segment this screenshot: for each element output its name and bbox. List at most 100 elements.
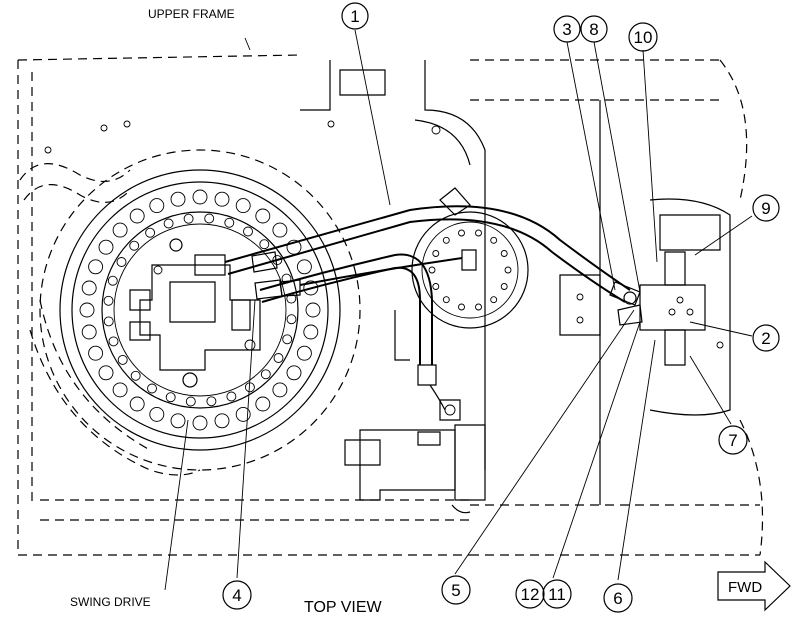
callout-5: 5 bbox=[441, 575, 471, 605]
bolt-hole bbox=[458, 303, 465, 311]
callout-6-label: 6 bbox=[613, 589, 622, 608]
callout-3-label: 3 bbox=[562, 20, 571, 39]
bolt-hole bbox=[108, 336, 119, 347]
bolt-hole bbox=[428, 266, 436, 274]
bolt-hole bbox=[204, 213, 215, 224]
bolt-hole bbox=[107, 275, 118, 286]
bolt-hole bbox=[273, 353, 284, 363]
bolt-hole bbox=[103, 295, 114, 306]
bolt-hole bbox=[303, 280, 319, 296]
callout-10: 10 bbox=[628, 22, 658, 52]
bolt-hole bbox=[117, 354, 128, 365]
bolt-hole bbox=[286, 314, 297, 325]
hydraulic-hoses bbox=[224, 205, 631, 411]
bolt-hole bbox=[272, 382, 288, 398]
bolt-hole bbox=[500, 283, 508, 290]
bolt-hole bbox=[296, 259, 312, 275]
bolt-hole bbox=[442, 236, 450, 244]
top-view-label: TOP VIEW bbox=[304, 599, 383, 616]
callout-8: 8 bbox=[580, 15, 608, 43]
bolt-hole bbox=[79, 302, 95, 318]
bolt-hole bbox=[185, 396, 196, 407]
bolt-hole bbox=[88, 259, 104, 275]
bolt-hole bbox=[214, 413, 230, 429]
bolt-hole bbox=[112, 222, 128, 238]
bolt-hole bbox=[458, 229, 465, 237]
bolt-hole bbox=[305, 302, 321, 318]
callout-4-label: 4 bbox=[232, 586, 241, 605]
bolt-hole bbox=[259, 239, 270, 250]
ring-bolts-inner bbox=[103, 213, 297, 407]
bolt-hole bbox=[149, 198, 165, 214]
swivel-manifold bbox=[609, 198, 731, 416]
bolt-hole bbox=[112, 382, 128, 398]
bolt-hole bbox=[500, 250, 508, 257]
pinion-gear bbox=[411, 187, 529, 329]
bolt-hole bbox=[214, 191, 230, 207]
bolt-hole bbox=[282, 334, 293, 345]
swing-motor-valve bbox=[129, 238, 261, 388]
bolt-hole bbox=[81, 280, 97, 296]
callout-9: 9 bbox=[752, 194, 780, 222]
bolt-hole bbox=[98, 365, 114, 381]
bolt-hole bbox=[296, 345, 312, 361]
bolt-hole bbox=[116, 257, 127, 267]
bolt-hole bbox=[103, 316, 114, 327]
bolt-hole bbox=[183, 213, 194, 224]
bolt-hole bbox=[442, 296, 450, 304]
bolt-hole bbox=[303, 324, 319, 340]
bolt-hole bbox=[235, 198, 251, 214]
bolt-hole bbox=[272, 222, 288, 238]
callout-5-label: 5 bbox=[451, 581, 460, 600]
bolt-hole bbox=[475, 229, 482, 237]
callout-7-label: 7 bbox=[728, 431, 737, 450]
bolt-hole bbox=[243, 226, 253, 237]
callout-8-label: 8 bbox=[589, 20, 598, 39]
callout-1-label: 1 bbox=[350, 7, 359, 26]
control-valve bbox=[344, 399, 486, 514]
callout-7: 7 bbox=[718, 425, 748, 455]
bolt-hole bbox=[145, 227, 156, 238]
callout-3: 3 bbox=[553, 15, 581, 43]
bolt-hole bbox=[504, 266, 512, 274]
swing-drive-label: SWING DRIVE bbox=[70, 595, 151, 609]
bolt-hole bbox=[224, 217, 235, 228]
bolt-hole bbox=[165, 392, 176, 403]
callout-1: 1 bbox=[341, 2, 369, 30]
leader-lines bbox=[164, 29, 753, 591]
bolt-hole bbox=[129, 396, 145, 412]
bolt-hole bbox=[149, 406, 165, 422]
callout-6: 6 bbox=[603, 583, 633, 613]
swing-drive-ring bbox=[39, 149, 361, 471]
bolt-hole bbox=[129, 240, 140, 251]
bolt-hole bbox=[192, 415, 208, 431]
bolt-hole bbox=[206, 396, 217, 407]
callout-2-label: 2 bbox=[761, 329, 770, 348]
bolt-hole bbox=[432, 250, 440, 257]
bolt-hole bbox=[129, 208, 145, 224]
callout-12: 12 bbox=[515, 579, 545, 609]
upper-frame-label: UPPER FRAME bbox=[148, 7, 235, 21]
bolt-hole bbox=[170, 413, 186, 429]
fwd-arrow: FWD bbox=[717, 560, 791, 612]
callout-4: 4 bbox=[222, 580, 252, 610]
bolt-hole bbox=[192, 189, 208, 205]
bolt-hole bbox=[88, 345, 104, 361]
upper-frame-outline bbox=[17, 54, 764, 556]
callout-10-label: 10 bbox=[634, 28, 653, 47]
bolt-hole bbox=[255, 396, 271, 412]
bolt-hole bbox=[81, 324, 97, 340]
callout-12-label: 12 bbox=[521, 585, 540, 604]
bolt-hole bbox=[432, 283, 440, 290]
fwd-label: FWD bbox=[728, 579, 762, 596]
bolt-hole bbox=[226, 391, 237, 402]
bolt-hole bbox=[163, 218, 174, 229]
bolt-hole bbox=[260, 369, 271, 380]
bolt-hole bbox=[490, 296, 498, 304]
bolt-hole bbox=[98, 239, 114, 255]
ring-bolts-outer bbox=[79, 189, 321, 431]
bolt-hole bbox=[235, 406, 251, 422]
upper-frame-structure bbox=[44, 60, 601, 505]
bolt-hole bbox=[475, 303, 482, 311]
